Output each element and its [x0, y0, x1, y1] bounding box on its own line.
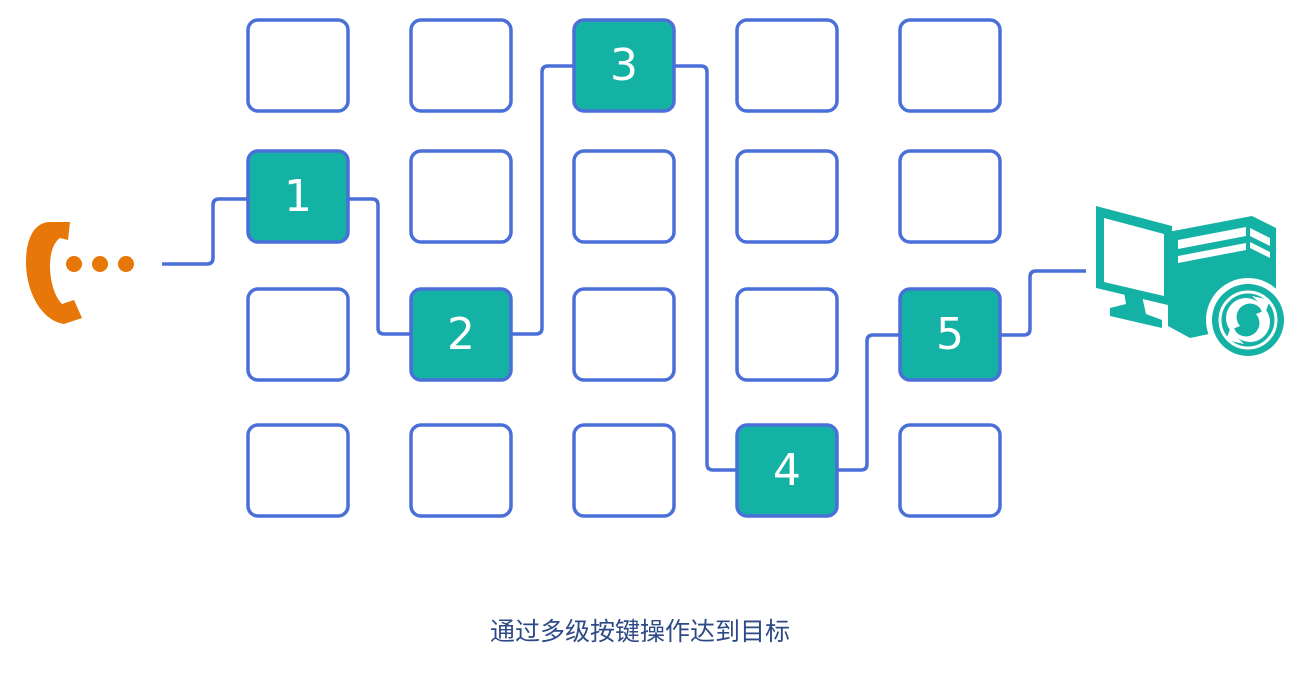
key-box-r3c3 — [572, 287, 676, 382]
key-box-5: 5 — [898, 287, 1002, 382]
key-box-r2c4 — [735, 149, 839, 244]
key-grid: 3 1 2 5 4 — [246, 18, 1002, 518]
key-box-shape — [572, 18, 676, 113]
key-box-shape — [572, 149, 676, 244]
key-box-2: 2 — [409, 287, 513, 382]
key-box-r4c3 — [572, 423, 676, 518]
key-box-shape — [246, 18, 350, 113]
key-box-shape — [572, 287, 676, 382]
key-box-r3c1 — [246, 287, 350, 382]
key-box-r2c3 — [572, 149, 676, 244]
key-box-shape — [409, 149, 513, 244]
key-box-r1c5 — [898, 18, 1002, 113]
key-box-shape — [898, 149, 1002, 244]
key-box-4: 4 — [735, 423, 839, 518]
key-box-1: 1 — [246, 149, 350, 244]
key-box-shape — [898, 423, 1002, 518]
phone-icon — [26, 222, 134, 324]
key-box-r1c1 — [246, 18, 350, 113]
key-box-shape — [409, 423, 513, 518]
key-box-shape — [735, 423, 839, 518]
key-box-shape — [572, 423, 676, 518]
key-label: 3 — [610, 40, 638, 91]
key-box-shape — [735, 287, 839, 382]
key-box-r2c5 — [898, 149, 1002, 244]
key-box-shape — [246, 149, 350, 244]
route-line — [162, 64, 1086, 472]
diagram-caption: 通过多级按键操作达到目标 — [489, 617, 790, 646]
key-box-3: 3 — [572, 18, 676, 113]
key-label: 1 — [284, 171, 312, 222]
key-box-shape — [735, 18, 839, 113]
key-box-shape — [246, 287, 350, 382]
key-box-shape — [898, 287, 1002, 382]
key-box-r4c2 — [409, 423, 513, 518]
key-box-shape — [409, 18, 513, 113]
key-box-r1c2 — [409, 18, 513, 113]
key-box-r4c1 — [246, 423, 350, 518]
key-label: 2 — [447, 309, 475, 360]
key-box-r2c2 — [409, 149, 513, 244]
key-box-r4c5 — [898, 423, 1002, 518]
key-box-r3c4 — [735, 287, 839, 382]
key-box-shape — [409, 287, 513, 382]
key-box-shape — [246, 423, 350, 518]
key-box-r1c4 — [735, 18, 839, 113]
computer-sync-icon — [1096, 206, 1290, 362]
key-label: 4 — [773, 445, 801, 496]
key-label: 5 — [936, 309, 964, 360]
key-box-shape — [898, 18, 1002, 113]
key-box-shape — [735, 149, 839, 244]
